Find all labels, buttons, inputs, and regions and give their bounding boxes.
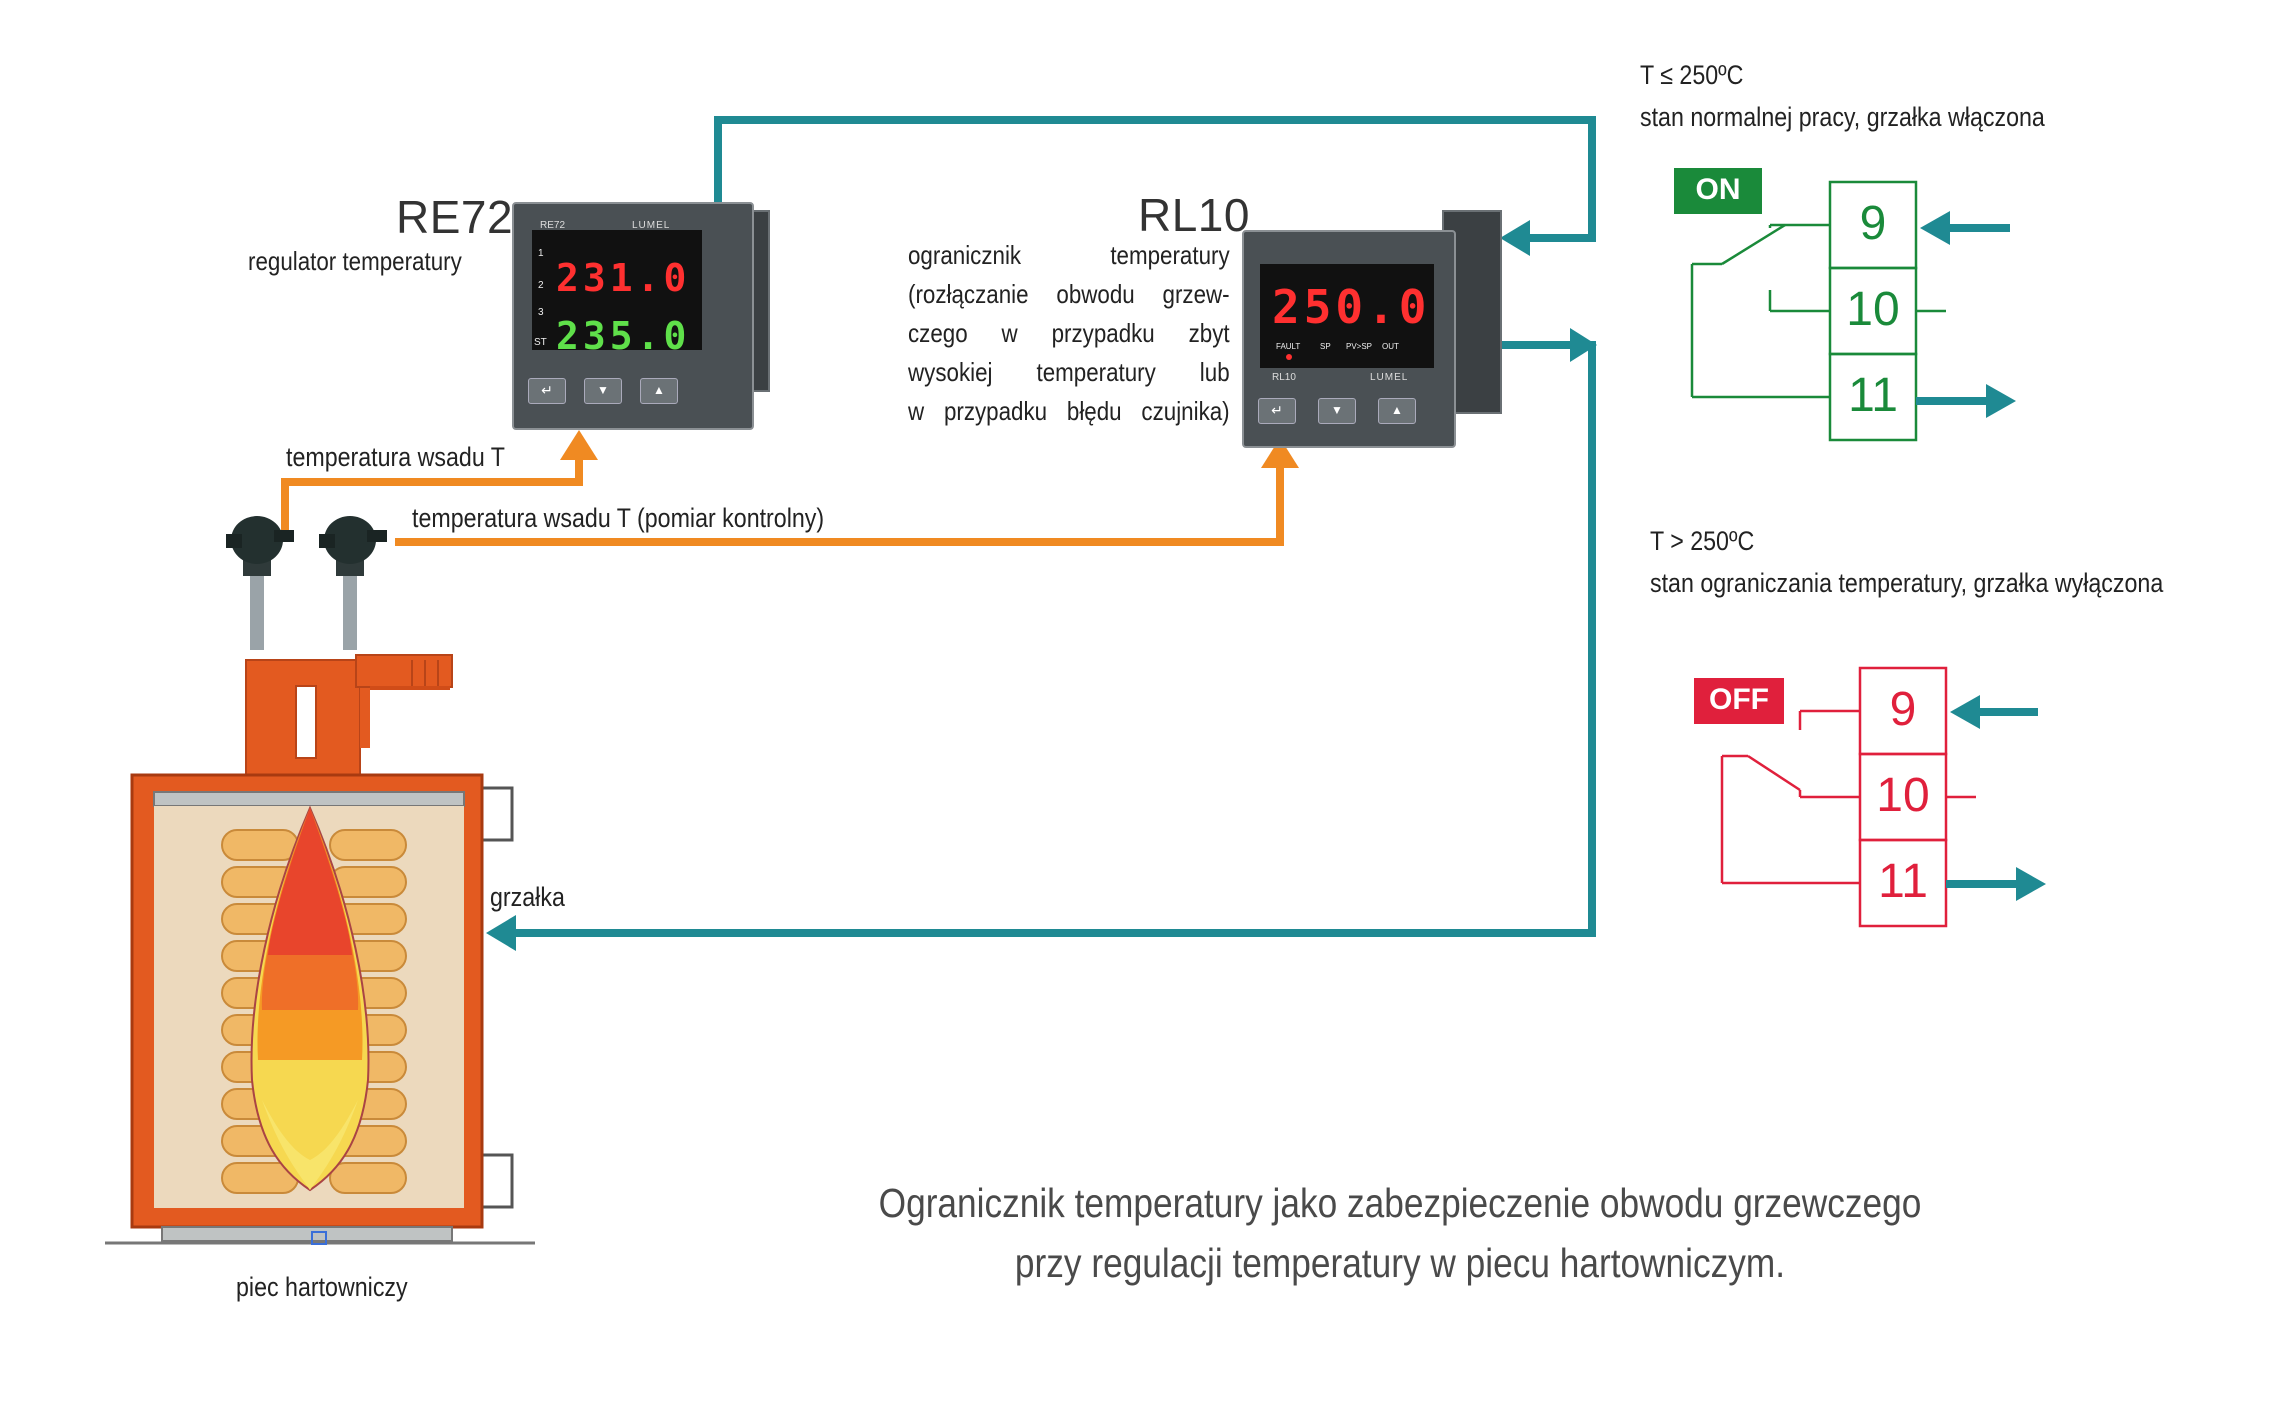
orange-wire-sensor-to-controller (281, 430, 598, 540)
heater-label: grzałka (490, 882, 565, 912)
re72-brand: LUMEL (632, 220, 671, 231)
caption-line-2: przy regulacji temperatury w piecu harto… (1014, 1240, 1786, 1286)
sensor-main (226, 516, 294, 650)
main-sensor-label: temperatura wsadu T (286, 442, 505, 472)
limiter-desc-line: ogranicznik temperatury (908, 240, 1230, 270)
re72-model-label: RE72 (540, 220, 566, 231)
on-condition: T ≤ 250ºC (1640, 60, 1744, 90)
rl10-down-button[interactable]: ▼ (1318, 398, 1356, 424)
sensor-control (319, 516, 387, 650)
limiter-description: ogranicznik temperatury (rozłączanie obw… (908, 236, 1230, 431)
teal-wire-controller-to-limiter (714, 116, 1596, 256)
off-terminal-10: 10 (1876, 769, 1930, 822)
rl10-indicator-out: OUT (1382, 342, 1399, 351)
furnace-label: piec hartowniczy (236, 1272, 408, 1302)
orange-wire-sensor-to-limiter (395, 438, 1299, 546)
limiter-desc-line: czego w przypadku zbyt (908, 318, 1230, 348)
rl10-fault-led (1286, 354, 1292, 360)
rl10-model-label: RL10 (1272, 372, 1296, 383)
limiter-desc-line: w przypadku błędu czujnika) (908, 396, 1230, 426)
relay-on-schematic (1690, 180, 1946, 442)
off-condition: T > 250ºC (1650, 526, 1755, 556)
furnace-flame (250, 805, 370, 1192)
re72-display-top: 231.0 (556, 256, 691, 300)
limiter-desc-line: (rozłączanie obwodu grzew- (908, 279, 1230, 309)
off-terminal-9: 9 (1889, 683, 1917, 736)
re72-display-bottom: 235.0 (556, 314, 691, 358)
limiter-desc-line: wysokiej temperatury lub (908, 357, 1230, 387)
re72-row-label-2: 2 (538, 280, 544, 291)
heater-coil-turn (221, 829, 299, 861)
rl10-screen (1260, 264, 1434, 368)
relay-off-schematic (1720, 666, 1976, 928)
on-description: stan normalnej pracy, grzałka włączona (1640, 102, 2045, 132)
rl10-indicator-sp: SP (1320, 342, 1331, 351)
re72-down-button[interactable]: ▼ (584, 378, 622, 404)
off-badge: OFF (1694, 678, 1784, 724)
heater-coil-turn (329, 1162, 407, 1194)
on-terminal-9: 9 (1859, 197, 1887, 250)
rl10-enter-button[interactable]: ↵ (1258, 398, 1296, 424)
relay-on-arrows (1916, 211, 2016, 418)
rl10-up-button[interactable]: ▲ (1378, 398, 1416, 424)
rl10-brand: LUMEL (1370, 372, 1409, 383)
re72-screen (532, 230, 702, 350)
limiter-title: RL10 (1138, 189, 1250, 241)
off-terminal-11: 11 (1878, 855, 1928, 908)
heater-coil-turn (329, 829, 407, 861)
re72-up-button[interactable]: ▲ (640, 378, 678, 404)
controller-subtitle: regulator temperatury (248, 246, 462, 276)
teal-wire-limiter-to-heater (486, 328, 1597, 951)
rl10-limiter: 250.0 FAULT SP PV>SP OUT RL10 LUMEL ↵ ▼ … (1242, 210, 1502, 448)
rl10-indicator-pv: PV>SP (1346, 342, 1373, 351)
caption-line-1: Ogranicznik temperatury jako zabezpiecze… (878, 1180, 1922, 1226)
rl10-display: 250.0 (1272, 280, 1431, 334)
off-description: stan ograniczania temperatury, grzałka w… (1650, 568, 2164, 598)
on-terminal-11: 11 (1848, 369, 1898, 422)
relay-off-arrows (1946, 695, 2046, 901)
re72-controller: RE72 LUMEL 1 2 3 ST 231.0 235.0 ↵ ▼ ▲ (512, 202, 770, 430)
controller-title: RE72 (396, 191, 514, 243)
control-sensor-label: temperatura wsadu T (pomiar kontrolny) (412, 503, 825, 533)
re72-row-label-st: ST (534, 337, 547, 348)
on-terminal-10: 10 (1846, 283, 1900, 336)
rl10-indicator-fault: FAULT (1276, 342, 1301, 351)
on-badge: ON (1674, 168, 1762, 214)
re72-row-label-1: 1 (538, 248, 544, 259)
re72-enter-button[interactable]: ↵ (528, 378, 566, 404)
re72-row-label-3: 3 (538, 307, 544, 318)
